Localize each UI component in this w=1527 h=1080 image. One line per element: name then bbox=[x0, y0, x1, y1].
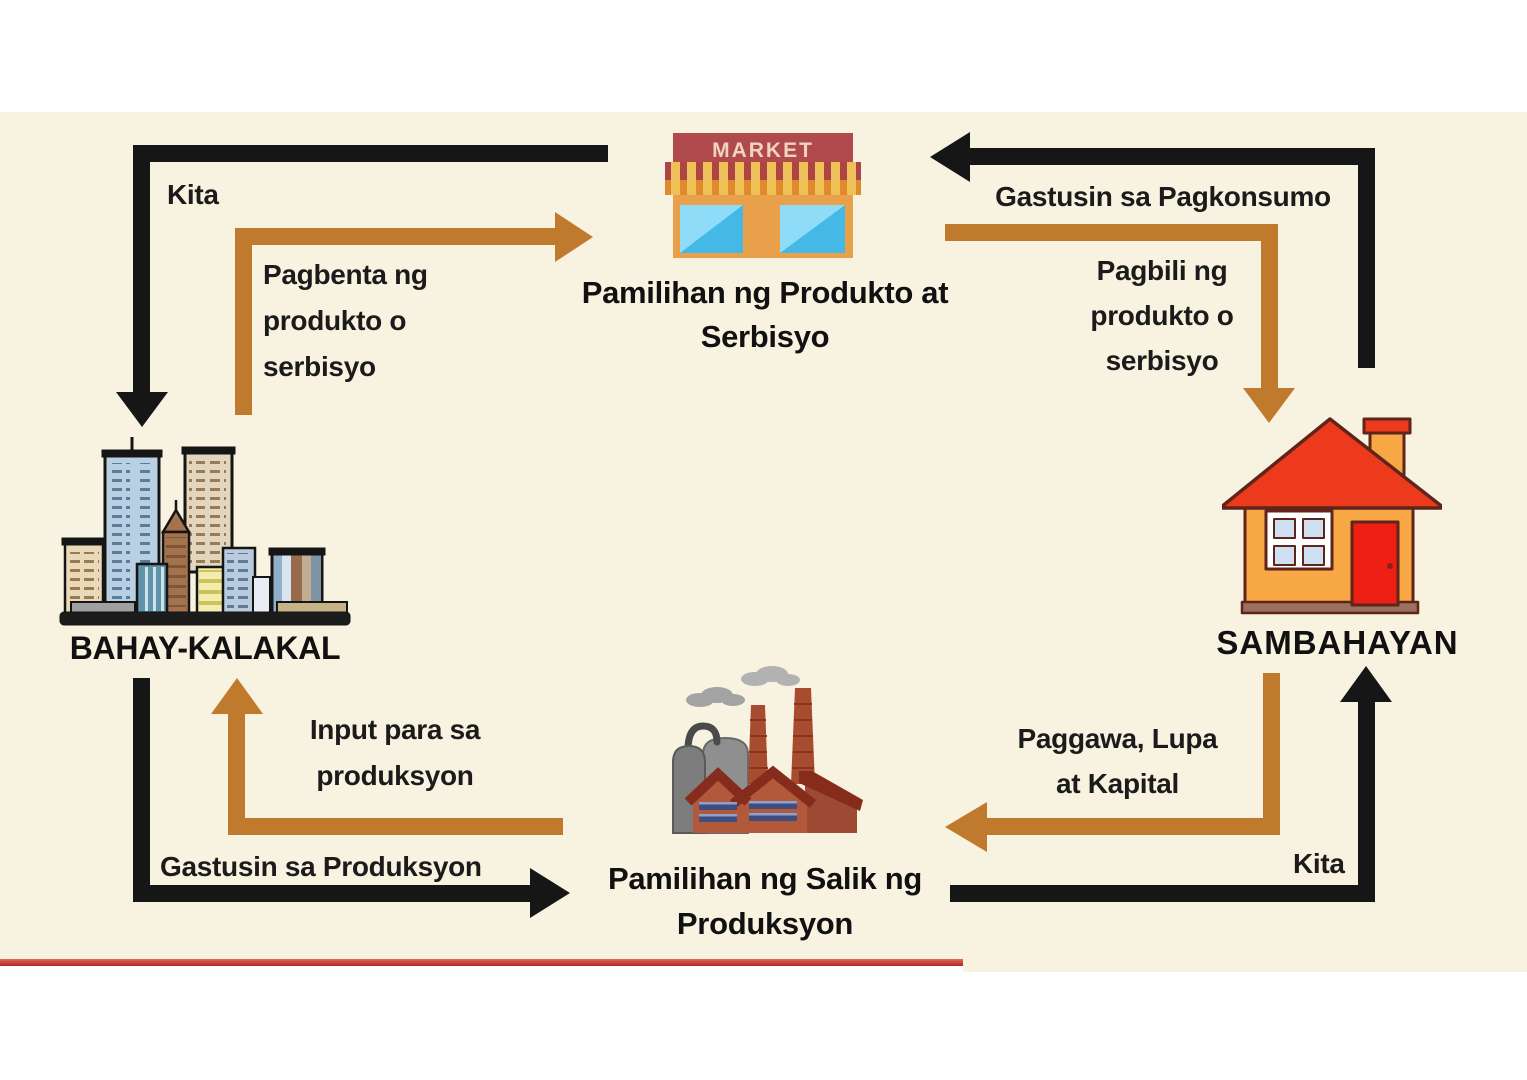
business-label: BAHAY-KALAKAL bbox=[69, 630, 341, 666]
chimney-left bbox=[748, 705, 768, 784]
factory-icon bbox=[672, 666, 863, 834]
arrowhead-down-icon bbox=[116, 392, 168, 427]
product-market-label: Pamilihan ng Produkto at Serbisyo bbox=[581, 275, 949, 354]
arrowhead-left-icon bbox=[945, 802, 987, 852]
house-door bbox=[1350, 520, 1400, 607]
market-sign-text: MARKET bbox=[712, 139, 814, 162]
market-sign bbox=[673, 133, 853, 164]
ground-bar bbox=[59, 611, 351, 626]
store-window-right bbox=[780, 205, 845, 253]
house-icon bbox=[1222, 417, 1442, 615]
factory-windows bbox=[699, 801, 797, 822]
awning-stripes bbox=[671, 162, 856, 195]
house-roof bbox=[1222, 417, 1442, 510]
factory-building bbox=[684, 765, 863, 833]
house-window bbox=[1264, 509, 1334, 571]
label-production-inputs: Input para sa produksyon bbox=[309, 714, 481, 791]
label-labor-land-capital: Paggawa, Lupa at Kapital bbox=[1017, 723, 1218, 799]
label-income-bottom: Kita bbox=[1293, 848, 1345, 879]
household-label: SAMBAHAYAN bbox=[1216, 624, 1459, 661]
building-bluegray bbox=[221, 546, 257, 615]
chimney-right bbox=[791, 688, 815, 784]
awning-top-band bbox=[665, 162, 861, 180]
building-small-white bbox=[252, 576, 271, 614]
arrowhead-right-icon bbox=[530, 868, 570, 918]
arrowhead-up-icon bbox=[1340, 666, 1392, 702]
smoke-puffs bbox=[686, 666, 800, 707]
bottom-accent-line bbox=[0, 959, 963, 966]
city-buildings-icon bbox=[59, 437, 351, 626]
arrowhead-right-icon bbox=[555, 212, 593, 262]
awning-bottom-band bbox=[665, 180, 861, 195]
store-window-left bbox=[680, 205, 743, 253]
arrowhead-up-icon bbox=[211, 678, 263, 714]
building-yellow bbox=[195, 565, 227, 615]
house-base bbox=[1240, 600, 1420, 615]
label-sell-products: Pagbenta ng produkto o serbisyo bbox=[263, 259, 428, 382]
tower-tall-blue bbox=[101, 437, 163, 615]
label-consumption-spending: Gastusin sa Pagkonsumo bbox=[995, 181, 1331, 212]
arrowhead-down-icon bbox=[1243, 388, 1295, 423]
factor-market-label: Pamilihan ng Salik ng Produksyon bbox=[607, 861, 923, 941]
building-teal bbox=[135, 562, 169, 615]
label-income-top: Kita bbox=[167, 179, 219, 210]
diagram-background-extension bbox=[963, 966, 1527, 972]
label-buy-products: Pagbili ng produkto o serbisyo bbox=[1090, 255, 1234, 376]
market-store-icon: MARKET bbox=[665, 133, 861, 258]
label-production-spending: Gastusin sa Produksyon bbox=[160, 851, 482, 882]
arrowhead-left-icon bbox=[930, 132, 970, 182]
